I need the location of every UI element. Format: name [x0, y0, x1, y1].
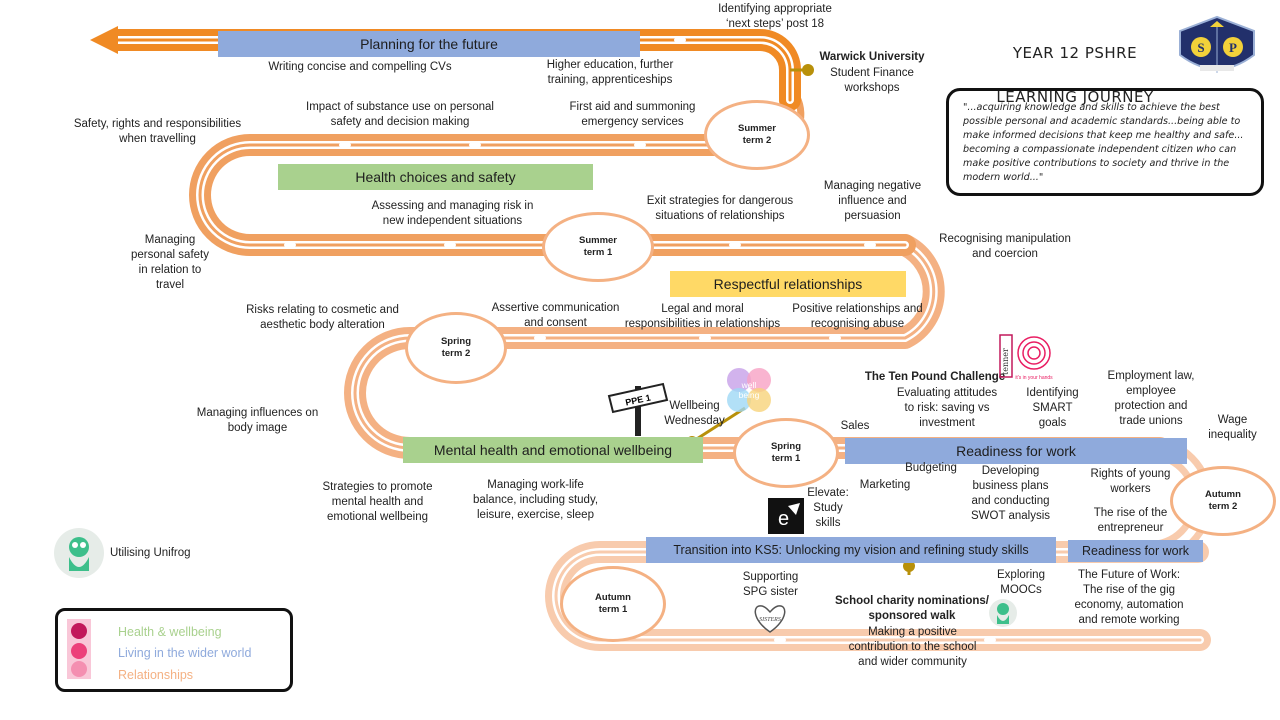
label-marketing: Marketing — [859, 479, 911, 491]
banner-readiness-1: Readiness for work — [845, 438, 1187, 464]
charity-pin — [903, 560, 915, 572]
label-entrepreneur: The rise of the entrepreneur — [1093, 507, 1168, 534]
svg-text:e: e — [778, 508, 789, 530]
label-warwick-title: Warwick University — [819, 51, 925, 63]
banner-planning: Planning for the future — [218, 31, 640, 57]
sisters-logo-icon: SISTERS — [754, 605, 786, 633]
label-wage: Wage inequality — [1208, 414, 1257, 441]
label-personal-safety: Managing personal safety in relation to … — [131, 234, 209, 291]
term-summer-2: Summer term 2 — [704, 100, 810, 170]
legend-box: Health & wellbeing Living in the wider w… — [55, 608, 293, 692]
label-employment-law: Employment law, employee protection and … — [1107, 370, 1195, 427]
label-higher-ed: Higher education, further training, appr… — [546, 59, 674, 86]
label-exit-strategies: Exit strategies for dangerous situations… — [646, 195, 794, 222]
sisters-logo-text: SISTERS — [759, 617, 781, 623]
term-summer-1: Summer term 1 — [542, 212, 654, 282]
label-moocs: Exploring MOOCs — [997, 569, 1045, 596]
banner-transition: Transition into KS5: Unlocking my vision… — [646, 537, 1056, 563]
term-autumn-1: Autumn term 1 — [560, 566, 666, 642]
label-elevate: Elevate: Study skills — [807, 487, 849, 529]
label-legal-moral: Legal and moral responsibilities in rela… — [624, 303, 781, 330]
label-charity-body: Making a positive contribution to the sc… — [848, 626, 977, 668]
label-warwick-body: Student Finance workshops — [830, 67, 914, 94]
label-attitudes-risk: Evaluating attitudes to risk: saving vs … — [896, 387, 998, 429]
legend-relationships: Relationships — [118, 668, 194, 682]
moocs-frog-icon — [989, 599, 1017, 627]
label-unifrog: Utilising Unifrog — [110, 547, 191, 559]
label-charity-title: School charity nominations/ sponsored wa… — [835, 595, 989, 622]
label-future-work: The Future of Work: The rise of the gig … — [1074, 569, 1184, 626]
crest-letter-left: S — [1197, 40, 1204, 55]
unifrog-logo-icon — [54, 528, 104, 578]
tenner-logo-icon: tenner it's in your hands — [999, 334, 1053, 381]
label-ten-pound-title: The Ten Pound Challenge — [864, 371, 1006, 383]
page-title: YEAR 12 PSHRE LEARNING JOURNEY — [975, 20, 1175, 108]
school-crest-icon: S P — [1179, 15, 1255, 73]
label-cvs: Writing concise and compelling CVs — [268, 61, 452, 73]
legend-health: Health & wellbeing — [118, 625, 222, 639]
banner-health: Health choices and safety — [278, 164, 593, 190]
label-wellbeing-wednesday: Wellbeing Wednesday — [664, 400, 725, 427]
label-spg-sister: Supporting SPG sister — [742, 571, 799, 598]
tenner-logo-text: tenner — [1001, 348, 1010, 375]
label-first-aid: First aid and summoning emergency servic… — [569, 101, 696, 128]
label-rights-young: Rights of young workers — [1090, 468, 1171, 495]
legend-wider: Living in the wider world — [118, 646, 252, 660]
banner-readiness-2: Readiness for work — [1068, 540, 1203, 562]
term-autumn-2: Autumn term 2 — [1170, 466, 1276, 536]
banner-respectful: Respectful relationships — [670, 271, 906, 297]
title-line-1: YEAR 12 PSHRE — [1012, 44, 1138, 62]
label-travel-safety: Safety, rights and responsibilities when… — [73, 118, 242, 145]
label-budgeting: Budgeting — [905, 462, 957, 474]
label-business-plans: Developing business plans and conducting… — [970, 465, 1051, 522]
ppe-signpost-icon: PPE 1 — [607, 382, 669, 436]
label-sales: Sales — [840, 420, 870, 432]
legend-bulb-icon — [67, 619, 91, 679]
road-arrow-head — [90, 26, 118, 54]
label-substance: Impact of substance use on personal safe… — [306, 101, 494, 128]
label-negative-influence: Managing negative influence and persuasi… — [823, 180, 922, 222]
label-smart: Identifying SMART goals — [1026, 387, 1079, 429]
label-positive-rel: Positive relationships and recognising a… — [792, 303, 923, 330]
quote-text: "...acquiring knowledge and skills to ac… — [963, 102, 1244, 183]
label-cosmetic: Risks relating to cosmetic and aesthetic… — [246, 304, 399, 331]
label-strategies: Strategies to promote mental health and … — [322, 481, 433, 523]
quote-box: "...acquiring knowledge and skills to ac… — [946, 88, 1264, 196]
elevate-logo-icon: e — [768, 498, 804, 534]
term-spring-1: Spring term 1 — [733, 418, 839, 488]
label-manipulation: Recognising manipulation and coercion — [939, 233, 1071, 260]
label-work-life: Managing work-life balance, including st… — [472, 479, 599, 521]
label-body-image: Managing influences on body image — [196, 407, 319, 434]
crest-letter-right: P — [1229, 40, 1237, 55]
label-managing-risk: Assessing and managing risk in new indep… — [371, 200, 534, 227]
tenner-tagline: it's in your hands — [1015, 375, 1053, 381]
term-spring-2: Spring term 2 — [405, 312, 507, 384]
label-next-steps: Identifying appropriate ‘next steps’ pos… — [718, 3, 832, 30]
warwick-pin — [802, 64, 814, 76]
title-line-2: LEARNING JOURNEY — [996, 88, 1154, 106]
banner-mental: Mental health and emotional wellbeing — [403, 437, 703, 463]
label-assertive: Assertive communication and consent — [491, 302, 620, 329]
